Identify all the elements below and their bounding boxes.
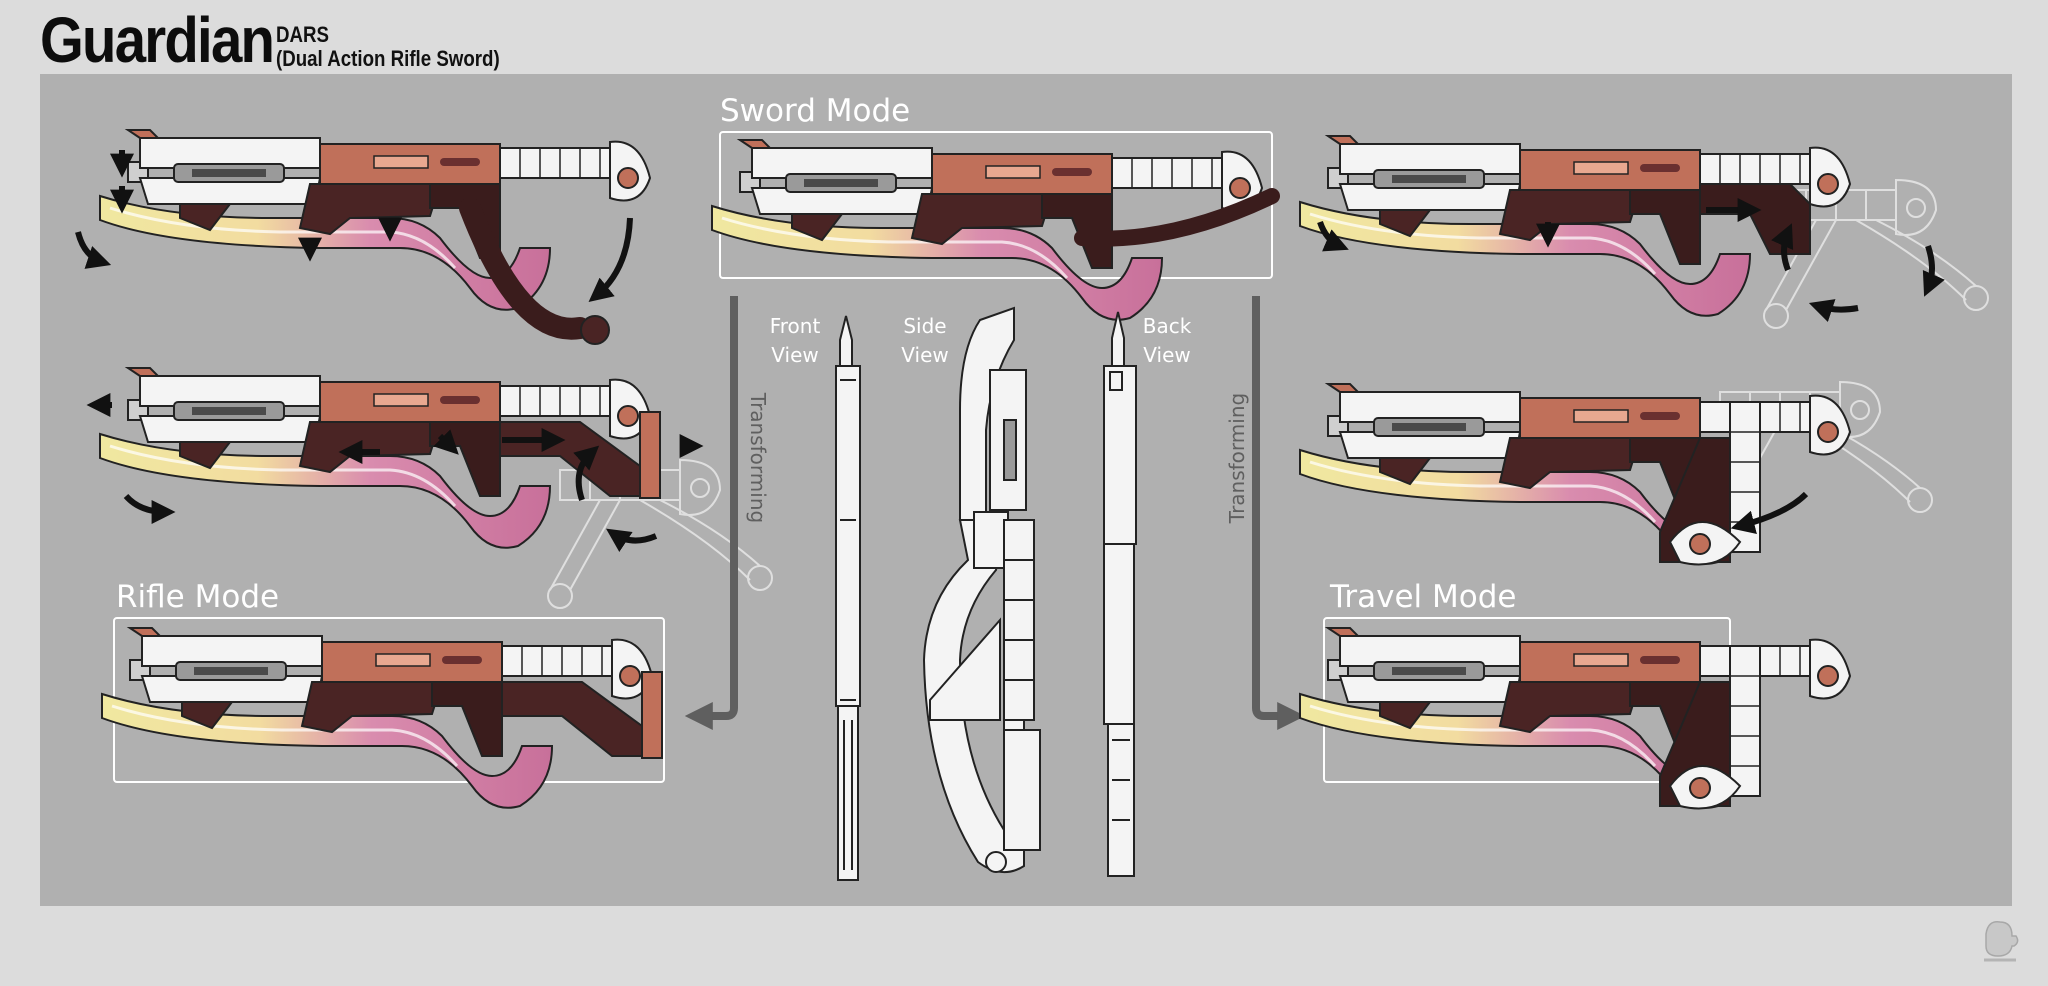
front-view-label: Front View [760, 312, 830, 370]
back-view-drawing [1103, 311, 1137, 877]
front-view-label-line2: View [771, 343, 819, 367]
model-full-name: (Dual Action Rifle Sword) [276, 46, 500, 71]
sword-mode-frame [719, 131, 1273, 279]
artist-mark-icon [1984, 921, 2019, 962]
transform-diagram-d [1298, 381, 1933, 566]
front-view-drawing [835, 315, 861, 881]
travel-mode-label: Travel Mode [1330, 579, 1517, 615]
sword-mode-label: Sword Mode [720, 93, 911, 129]
transform-diagram-a [98, 128, 652, 345]
transforming-label-left: Transforming [746, 392, 771, 524]
back-view-label-line1: Back [1142, 314, 1192, 338]
motion-arrows-d [1730, 491, 1809, 534]
transform-arrow-left [684, 296, 738, 730]
sword-mode-weapon [710, 138, 1280, 322]
back-view-label-line2: View [1143, 343, 1191, 367]
transform-diagram-c [1298, 134, 1989, 329]
side-view-label-line1: Side [903, 314, 947, 338]
motion-arrows-a [75, 150, 633, 303]
side-view-label-line2: View [901, 343, 949, 367]
side-view-drawing [922, 306, 1041, 873]
subtitle-block: DARS (Dual Action Rifle Sword) [276, 24, 500, 70]
front-view-label-line1: Front [769, 314, 821, 338]
transform-diagram-b [98, 366, 773, 609]
motion-arrows-b [86, 393, 704, 552]
rifle-mode-weapon [100, 626, 663, 810]
transform-arrow-right [1252, 296, 1306, 730]
model-code: DARS [276, 22, 329, 47]
rifle-mode-label: Rifle Mode [116, 579, 280, 615]
side-view-label: Side View [890, 312, 960, 370]
transforming-label-right: Transforming [1225, 392, 1250, 524]
motion-arrows-c [1317, 198, 1945, 322]
page-title: Guardian [40, 4, 275, 76]
back-view-label: Back View [1132, 312, 1202, 370]
